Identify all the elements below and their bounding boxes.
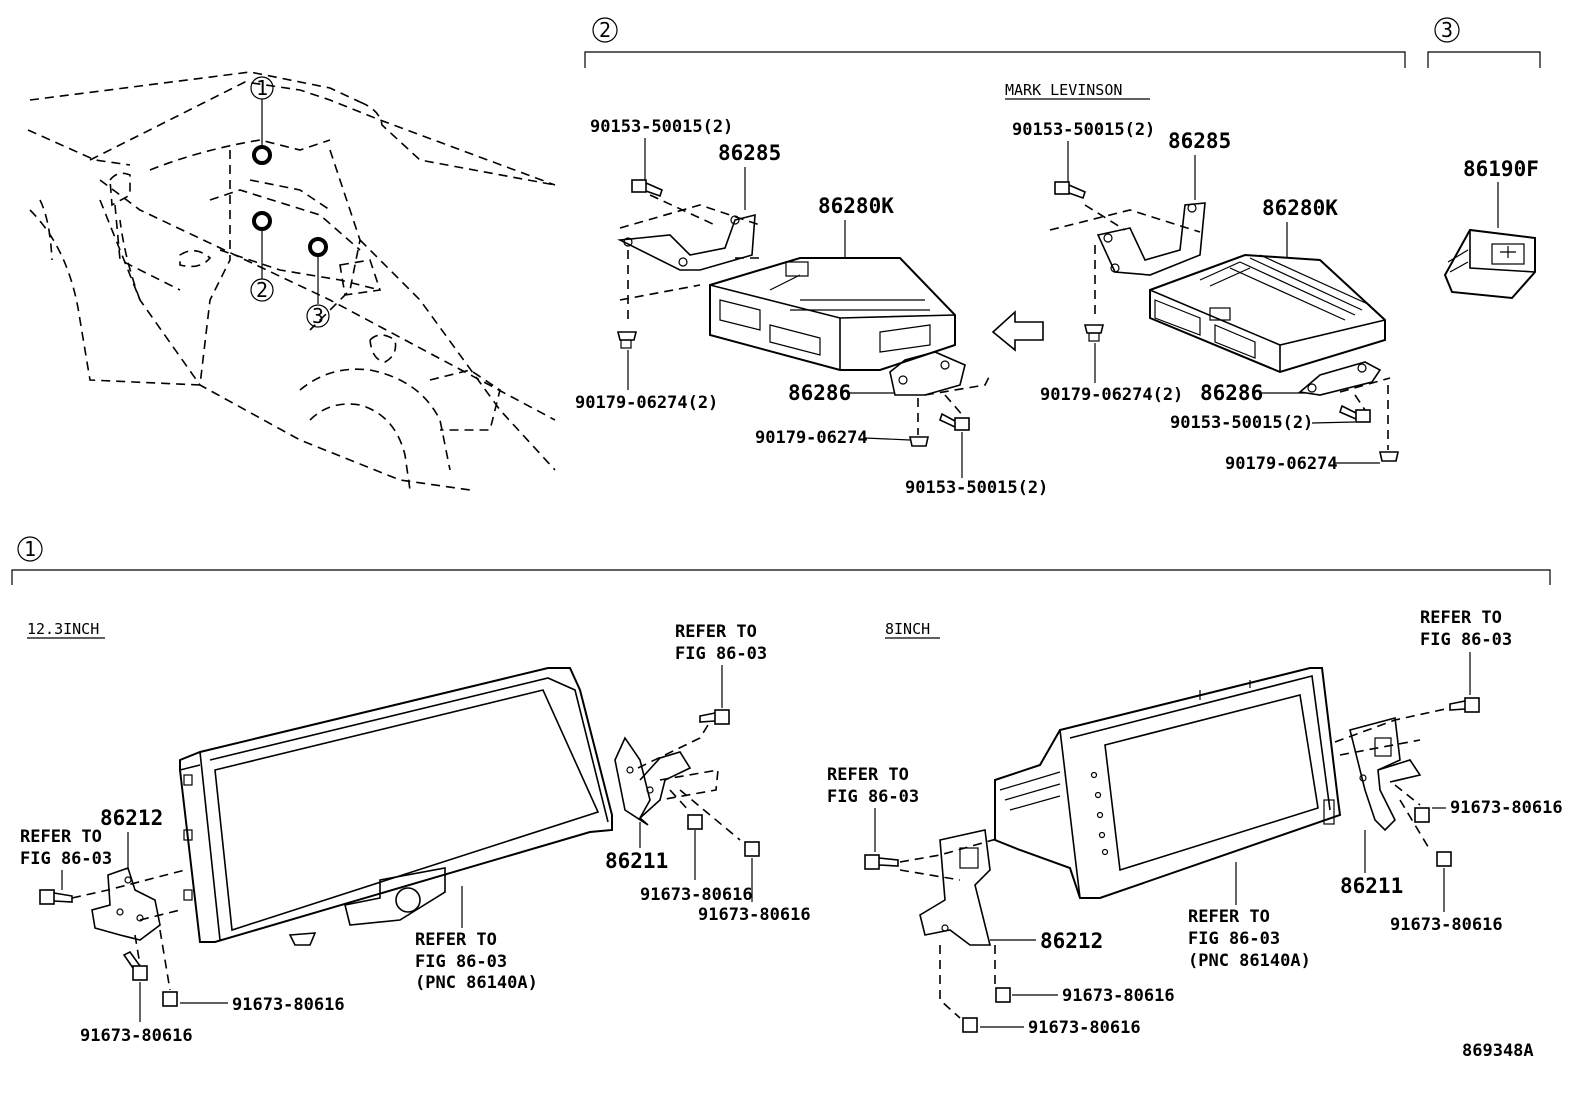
svg-text:90179-06274: 90179-06274 — [1225, 454, 1338, 474]
svg-text:(PNC 86140A): (PNC 86140A) — [1188, 951, 1311, 971]
bolt-icon — [864, 854, 899, 870]
clip-icon — [1379, 451, 1399, 462]
svg-text:90179-06274: 90179-06274 — [755, 428, 868, 448]
clip-icon — [1083, 324, 1105, 342]
svg-text:FIG 86-03: FIG 86-03 — [20, 849, 112, 869]
svg-text:REFER TO: REFER TO — [827, 765, 909, 785]
usb-port-assembly: 86190F — [1443, 157, 1539, 300]
bolt-icon — [699, 709, 730, 725]
bolt-icon — [631, 179, 663, 198]
svg-text:REFER TO: REFER TO — [20, 827, 102, 847]
usb-port-86190f — [1443, 228, 1536, 300]
svg-text:FIG 86-03: FIG 86-03 — [415, 952, 507, 972]
section-3-header: 3 — [1427, 17, 1541, 68]
bracket-86285-right — [1096, 202, 1206, 276]
svg-text:REFER TO: REFER TO — [675, 622, 757, 642]
bolt-icon — [939, 412, 970, 431]
svg-text:91673-80616: 91673-80616 — [1390, 915, 1503, 935]
bracket-86285-left — [617, 213, 756, 271]
svg-text:FIG 86-03: FIG 86-03 — [1420, 630, 1512, 650]
bolt-icon — [687, 814, 703, 830]
svg-text:86280K: 86280K — [1262, 196, 1338, 220]
svg-text:3: 3 — [312, 304, 324, 328]
bolt-icon — [162, 991, 178, 1007]
callout-marker-3: 3 — [306, 237, 330, 328]
svg-text:86285: 86285 — [1168, 129, 1231, 153]
bolt-icon — [1449, 697, 1480, 713]
svg-text:FIG 86-03: FIG 86-03 — [827, 787, 919, 807]
bolt-icon — [962, 1017, 978, 1033]
svg-text:91673-80616: 91673-80616 — [232, 995, 345, 1015]
svg-text:90179-06274(2): 90179-06274(2) — [1040, 385, 1183, 405]
bolt-icon — [1414, 807, 1430, 823]
bolt-icon — [1054, 181, 1086, 200]
svg-text:FIG 86-03: FIG 86-03 — [675, 644, 767, 664]
bracket-86211-8 — [1349, 716, 1422, 832]
svg-text:90153-50015(2): 90153-50015(2) — [905, 478, 1048, 498]
svg-text:86286: 86286 — [1200, 381, 1263, 405]
amplifier-86280k-left — [709, 257, 956, 371]
svg-text:86286: 86286 — [788, 381, 851, 405]
bracket-86286-right — [1298, 361, 1382, 396]
bolt-icon — [744, 841, 760, 857]
svg-text:2: 2 — [256, 278, 268, 302]
mark-levinson-label: MARK LEVINSON — [1005, 81, 1122, 99]
svg-text:86212: 86212 — [1040, 929, 1103, 953]
svg-text:90153-50015(2): 90153-50015(2) — [1170, 413, 1313, 433]
bolt-icon — [39, 889, 73, 905]
svg-text:91673-80616: 91673-80616 — [1450, 798, 1563, 818]
bracket-86286-left — [889, 351, 966, 396]
display-8-inch — [994, 667, 1342, 899]
svg-text:91673-80616: 91673-80616 — [80, 1026, 193, 1046]
svg-text:1: 1 — [256, 76, 268, 100]
svg-text:86190F: 86190F — [1463, 157, 1539, 181]
svg-text:1: 1 — [24, 537, 36, 561]
svg-text:86211: 86211 — [605, 849, 668, 873]
svg-text:86212: 86212 — [100, 806, 163, 830]
bolt-icon — [1339, 404, 1371, 423]
svg-text:(PNC 86140A): (PNC 86140A) — [415, 973, 538, 993]
vehicle-cutaway-illustration — [27, 71, 556, 491]
clip-icon — [909, 436, 929, 447]
svg-text:REFER TO: REFER TO — [1420, 608, 1502, 628]
bracket-86211-12 — [614, 736, 692, 826]
svg-text:90153-50015(2): 90153-50015(2) — [1012, 120, 1155, 140]
bracket-86212-12 — [91, 866, 161, 941]
svg-text:12.3INCH: 12.3INCH — [27, 620, 99, 638]
display-12-3-inch-assembly: 12.3INCH 86212 REFER TO FIG 86-03 — [20, 620, 811, 1046]
svg-text:91673-80616: 91673-80616 — [640, 885, 753, 905]
svg-text:2: 2 — [599, 18, 611, 42]
amplifier-assembly-right: 90153-50015(2) 86285 86280K — [1012, 120, 1399, 474]
callout-marker-1: 1 — [250, 76, 274, 165]
svg-text:REFER TO: REFER TO — [415, 930, 497, 950]
variant-arrow-icon — [991, 310, 1044, 352]
svg-text:REFER TO: REFER TO — [1188, 907, 1270, 927]
svg-text:86285: 86285 — [718, 141, 781, 165]
section-1-header: 1 — [11, 536, 1551, 585]
svg-text:86211: 86211 — [1340, 874, 1403, 898]
display-8-inch-assembly: 8INCH REFER TO FIG 86-03 — [827, 608, 1563, 1038]
svg-text:8INCH: 8INCH — [885, 620, 930, 638]
figure-id: 869348A — [1462, 1041, 1534, 1061]
bolt-icon — [1436, 851, 1452, 867]
svg-text:91673-80616: 91673-80616 — [1028, 1018, 1141, 1038]
amplifier-86280k-right — [1149, 253, 1386, 374]
svg-text:91673-80616: 91673-80616 — [1062, 986, 1175, 1006]
section-2-header: 2 — [584, 17, 1406, 68]
svg-text:90179-06274(2): 90179-06274(2) — [575, 393, 718, 413]
svg-text:86280K: 86280K — [818, 194, 894, 218]
bolt-icon — [995, 987, 1011, 1003]
bracket-86212-8 — [919, 829, 992, 946]
svg-text:FIG 86-03: FIG 86-03 — [1188, 929, 1280, 949]
amplifier-assembly-left: 90153-50015(2) 86285 86280K — [575, 117, 1048, 498]
display-12-3-inch — [179, 667, 613, 946]
svg-text:91673-80616: 91673-80616 — [698, 905, 811, 925]
callout-marker-2: 2 — [250, 211, 274, 302]
clip-icon — [616, 331, 638, 349]
svg-text:90153-50015(2): 90153-50015(2) — [590, 117, 733, 137]
svg-text:3: 3 — [1441, 18, 1453, 42]
bolt-icon — [122, 950, 148, 981]
